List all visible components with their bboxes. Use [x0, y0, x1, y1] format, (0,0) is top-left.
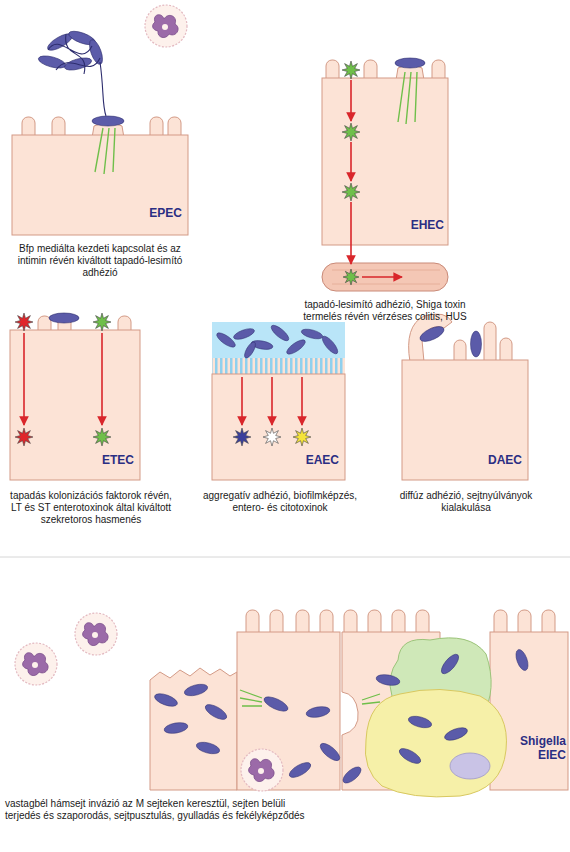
- art-rect: [237, 632, 340, 790]
- art-ellipse: [232, 326, 255, 341]
- toxin-star: [15, 428, 33, 446]
- art-rect: [212, 374, 345, 480]
- art-ellipse: [87, 38, 105, 66]
- art-ellipse: [242, 340, 257, 359]
- mechanism-caption: tapadás kolonizációs faktorok révén, LT …: [6, 490, 176, 526]
- art-ellipse: [215, 330, 238, 349]
- art-line: [301, 377, 303, 425]
- pathotype-name: EAEC: [283, 453, 339, 467]
- art-ellipse: [203, 702, 229, 723]
- art-ellipse: [318, 740, 343, 763]
- art-path: [398, 72, 417, 124]
- toxin-star: [342, 123, 360, 141]
- art-rect: [322, 78, 448, 245]
- art-g: [215, 323, 482, 360]
- art-ellipse: [514, 648, 531, 672]
- art-rect: [322, 263, 448, 291]
- art-ellipse: [49, 313, 79, 323]
- toxin-star: [342, 61, 360, 79]
- art-path: [365, 689, 506, 796]
- art-ellipse: [300, 327, 323, 340]
- art-rect: [10, 330, 140, 480]
- art-path: [150, 668, 237, 790]
- toxin-star: [93, 428, 111, 446]
- art-path: [332, 270, 440, 284]
- art-ellipse: [340, 764, 363, 786]
- pathotype-name: DAEC: [470, 453, 522, 467]
- art-g: [95, 72, 417, 174]
- pathotype-panel: DAEC diffúz adhézió, sejtnyúlványok kiala…: [385, 300, 555, 545]
- art-rect: [484, 322, 496, 366]
- mechanism-caption: Bfp mediálta kezdeti kapcsolat és az int…: [10, 243, 190, 279]
- art-line: [0, 557, 570, 558]
- art-use: [241, 749, 283, 791]
- art-rect: [402, 360, 528, 480]
- art-path: [48, 34, 106, 116]
- art-line: [350, 202, 352, 264]
- pathotype-panel: Shigella EIEC vastagbél hámsejt invázió a…: [0, 600, 570, 852]
- toxin-star: [343, 269, 359, 285]
- art-g: [37, 29, 124, 126]
- art-ellipse: [438, 652, 461, 677]
- art-line: [241, 377, 243, 425]
- pathotype-name: EPEC: [130, 206, 182, 220]
- pathotype-panel: EAEC aggregatív adhézió, biofilmképzés, e…: [195, 300, 365, 545]
- art-ellipse: [450, 753, 490, 779]
- art-ellipse: [287, 760, 313, 781]
- art-use: [75, 613, 117, 655]
- art-ellipse: [92, 116, 124, 126]
- art-line: [362, 276, 402, 278]
- art-ellipse: [443, 725, 469, 743]
- art-ellipse: [418, 324, 446, 345]
- art-line: [350, 142, 352, 181]
- art-ellipse: [285, 337, 308, 356]
- art-ellipse: [153, 691, 179, 709]
- art-use: [145, 5, 187, 47]
- art-g: [153, 648, 530, 786]
- art-path: [95, 128, 115, 174]
- toxin-star: [93, 313, 111, 331]
- art-ellipse: [305, 705, 330, 719]
- art-path: [362, 694, 380, 704]
- art-ellipse: [37, 54, 67, 71]
- toxin-star: [342, 183, 360, 201]
- pathotype-panel: EHECtapadó-lesimító adhézió, Shiga toxin…: [300, 40, 470, 350]
- mechanism-caption: aggregatív adhézió, biofilmképzés, enter…: [195, 490, 365, 514]
- toxin-star: [15, 313, 33, 331]
- art-rect: [212, 322, 345, 358]
- art-path: [240, 690, 262, 706]
- art-g: [10, 65, 568, 790]
- art-ellipse: [320, 334, 340, 356]
- art-ellipse: [269, 323, 291, 343]
- pathotype-name: ETEC: [82, 453, 134, 467]
- art-use: [15, 643, 57, 685]
- mechanism-caption: tapadó-lesimító adhézió, Shiga toxin ter…: [285, 299, 485, 323]
- art-ellipse: [262, 694, 290, 714]
- art-ellipse: [163, 721, 188, 735]
- art-ellipse: [375, 673, 400, 687]
- art-ellipse: [397, 746, 423, 767]
- pathotype-name: EHEC: [388, 218, 444, 232]
- pathotype-panel: ETEC tapadás kolonizációs faktorok révén,…: [4, 300, 174, 545]
- art-ellipse: [471, 331, 482, 357]
- pathotype-panel: EPEC Bfp mediálta kezdeti kapcsolat és az…: [8, 0, 198, 290]
- pathotype-name: Shigella EIEC: [514, 734, 566, 762]
- toxin-star: [263, 428, 281, 446]
- art-ellipse: [195, 740, 221, 756]
- mechanism-caption: diffúz adhézió, sejtnyúlványok kialakulá…: [388, 490, 544, 514]
- art-rect: [212, 358, 345, 374]
- art-line: [271, 377, 273, 425]
- art-ellipse: [395, 58, 425, 68]
- art-ellipse: [407, 714, 433, 730]
- mechanism-caption: vastagbél hámsejt invázió az M sejteken …: [5, 798, 305, 822]
- art-line: [23, 333, 25, 425]
- art-ellipse: [183, 682, 209, 698]
- art-rect: [12, 135, 188, 235]
- toxin-star: [293, 428, 311, 446]
- art-line: [350, 80, 352, 121]
- art-line: [101, 333, 103, 425]
- toxin-star: [233, 428, 251, 446]
